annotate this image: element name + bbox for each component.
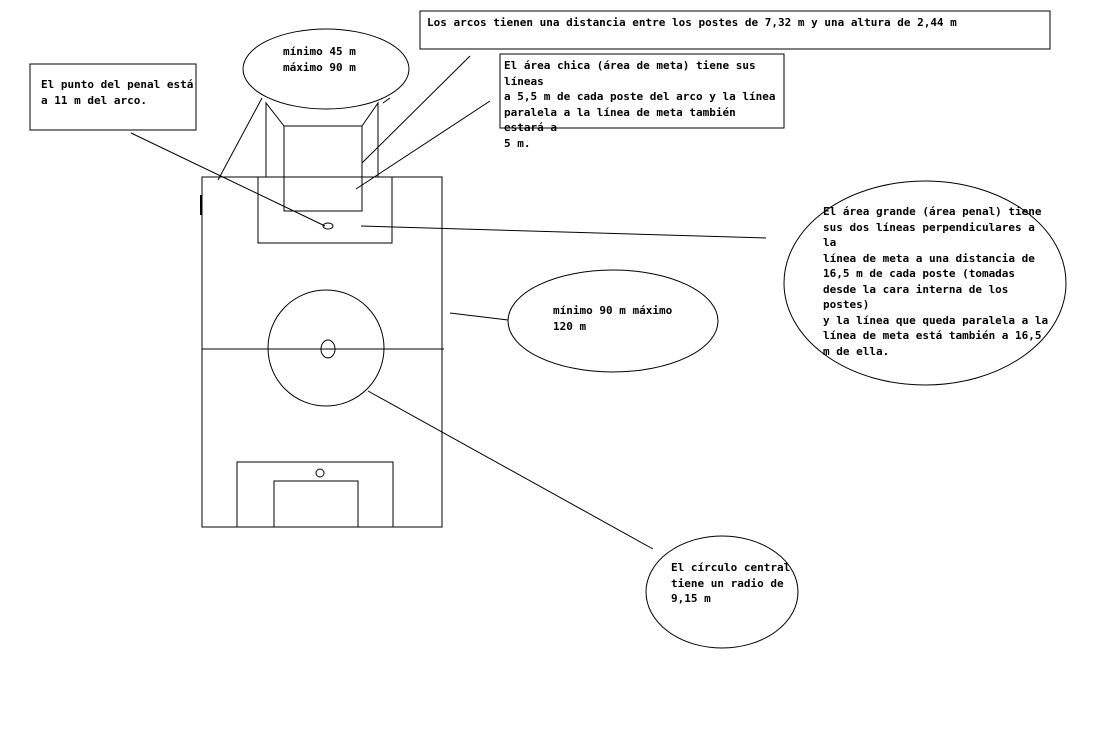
penalty-area-note: El área grande (área penal) tiene sus do… [823,205,1049,358]
penalty-area-ellipse [783,180,1067,386]
top-penalty-area [257,176,393,244]
leader-field-width-left [217,97,263,181]
leader-center-circle [367,390,654,550]
top-goal-perspective-right [361,101,379,177]
goal-dimensions-box [419,10,1051,50]
field-length-ellipse [507,269,719,373]
leader-penalty-spot [130,132,326,227]
goal-area-note: El área chica (área de meta) tiene sus l… [504,59,776,150]
penalty-spot-note: El punto del penal está a 11 m del arco. [41,78,194,107]
top-goal-perspective-left [265,101,285,177]
penalty-spot-box [29,63,197,131]
leader-field-length [449,312,509,321]
leader-penalty-area [360,225,767,239]
field-width-ellipse [242,28,410,110]
top-goal-area [283,125,363,212]
leader-goal-dimensions [361,55,471,164]
goal-dimensions-note: Los arcos tienen una distancia entre los… [427,16,957,29]
field-length-note: mínimo 90 m máximo 120 m [553,304,673,333]
center-circle-note: El círculo central tiene un radio de 9,1… [671,561,791,605]
field-outline [201,176,443,528]
goal-area-box [499,53,785,129]
center-spot [320,339,336,359]
bottom-penalty-spot [315,468,325,478]
bottom-goal-area [273,480,359,528]
field-width-note: mínimo 45 m máximo 90 m [283,45,356,74]
center-circle [267,289,385,407]
top-penalty-spot [322,222,334,230]
leader-goal-area [355,100,491,190]
center-circle-ellipse [645,535,799,649]
bottom-penalty-area [236,461,394,528]
leader-field-width-right [382,97,391,104]
